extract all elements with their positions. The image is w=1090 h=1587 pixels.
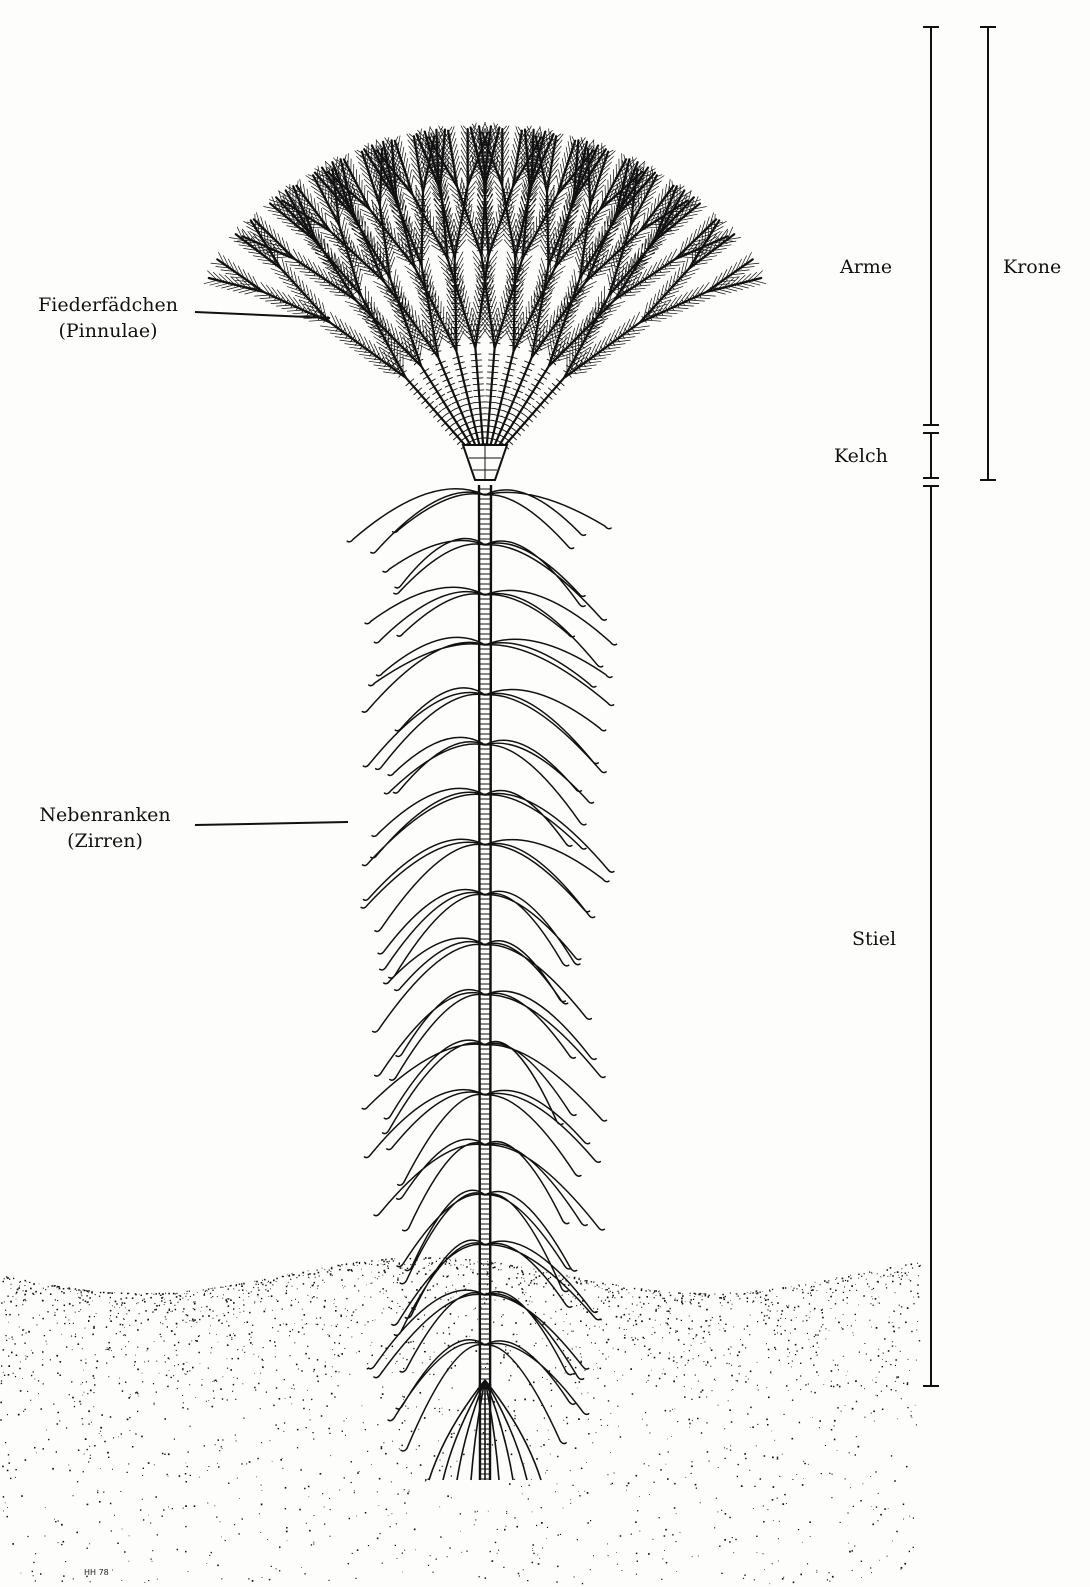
crown-bracket <box>980 27 996 480</box>
crown-arms <box>204 122 766 468</box>
root-tips <box>429 1380 541 1480</box>
pinnulae-label-line1: Fiederfädchen <box>18 292 198 318</box>
stem-label: Stiel <box>852 926 896 952</box>
calyx-bracket <box>923 433 939 478</box>
stem-bracket <box>923 486 939 1386</box>
sand-dots <box>0 1257 921 1584</box>
cirri-tendrils <box>347 489 616 1451</box>
cirri-label-line1: Nebenranken <box>10 802 200 828</box>
pointer-lines <box>195 312 348 825</box>
pinnules <box>204 122 766 374</box>
cirri-label: Nebenranken (Zirren) <box>10 802 200 854</box>
arms-bracket <box>923 27 939 425</box>
stem-column <box>429 485 541 1480</box>
crown-label: Krone <box>1003 254 1061 280</box>
arms-label: Arme <box>840 254 892 280</box>
sand-seafloor <box>0 1257 921 1584</box>
calyx-label: Kelch <box>834 443 888 469</box>
cirri-label-line2: (Zirren) <box>10 828 200 854</box>
pinnulae-label: Fiederfädchen (Pinnulae) <box>18 292 198 344</box>
cirri-pointer-line <box>195 822 348 825</box>
scale-brackets <box>923 27 996 1386</box>
cirri-strokes <box>347 489 616 1451</box>
calyx-cup <box>463 445 507 480</box>
pinnulae-label-line2: (Pinnulae) <box>18 318 198 344</box>
artist-signature: HH 78 <box>84 1568 109 1577</box>
